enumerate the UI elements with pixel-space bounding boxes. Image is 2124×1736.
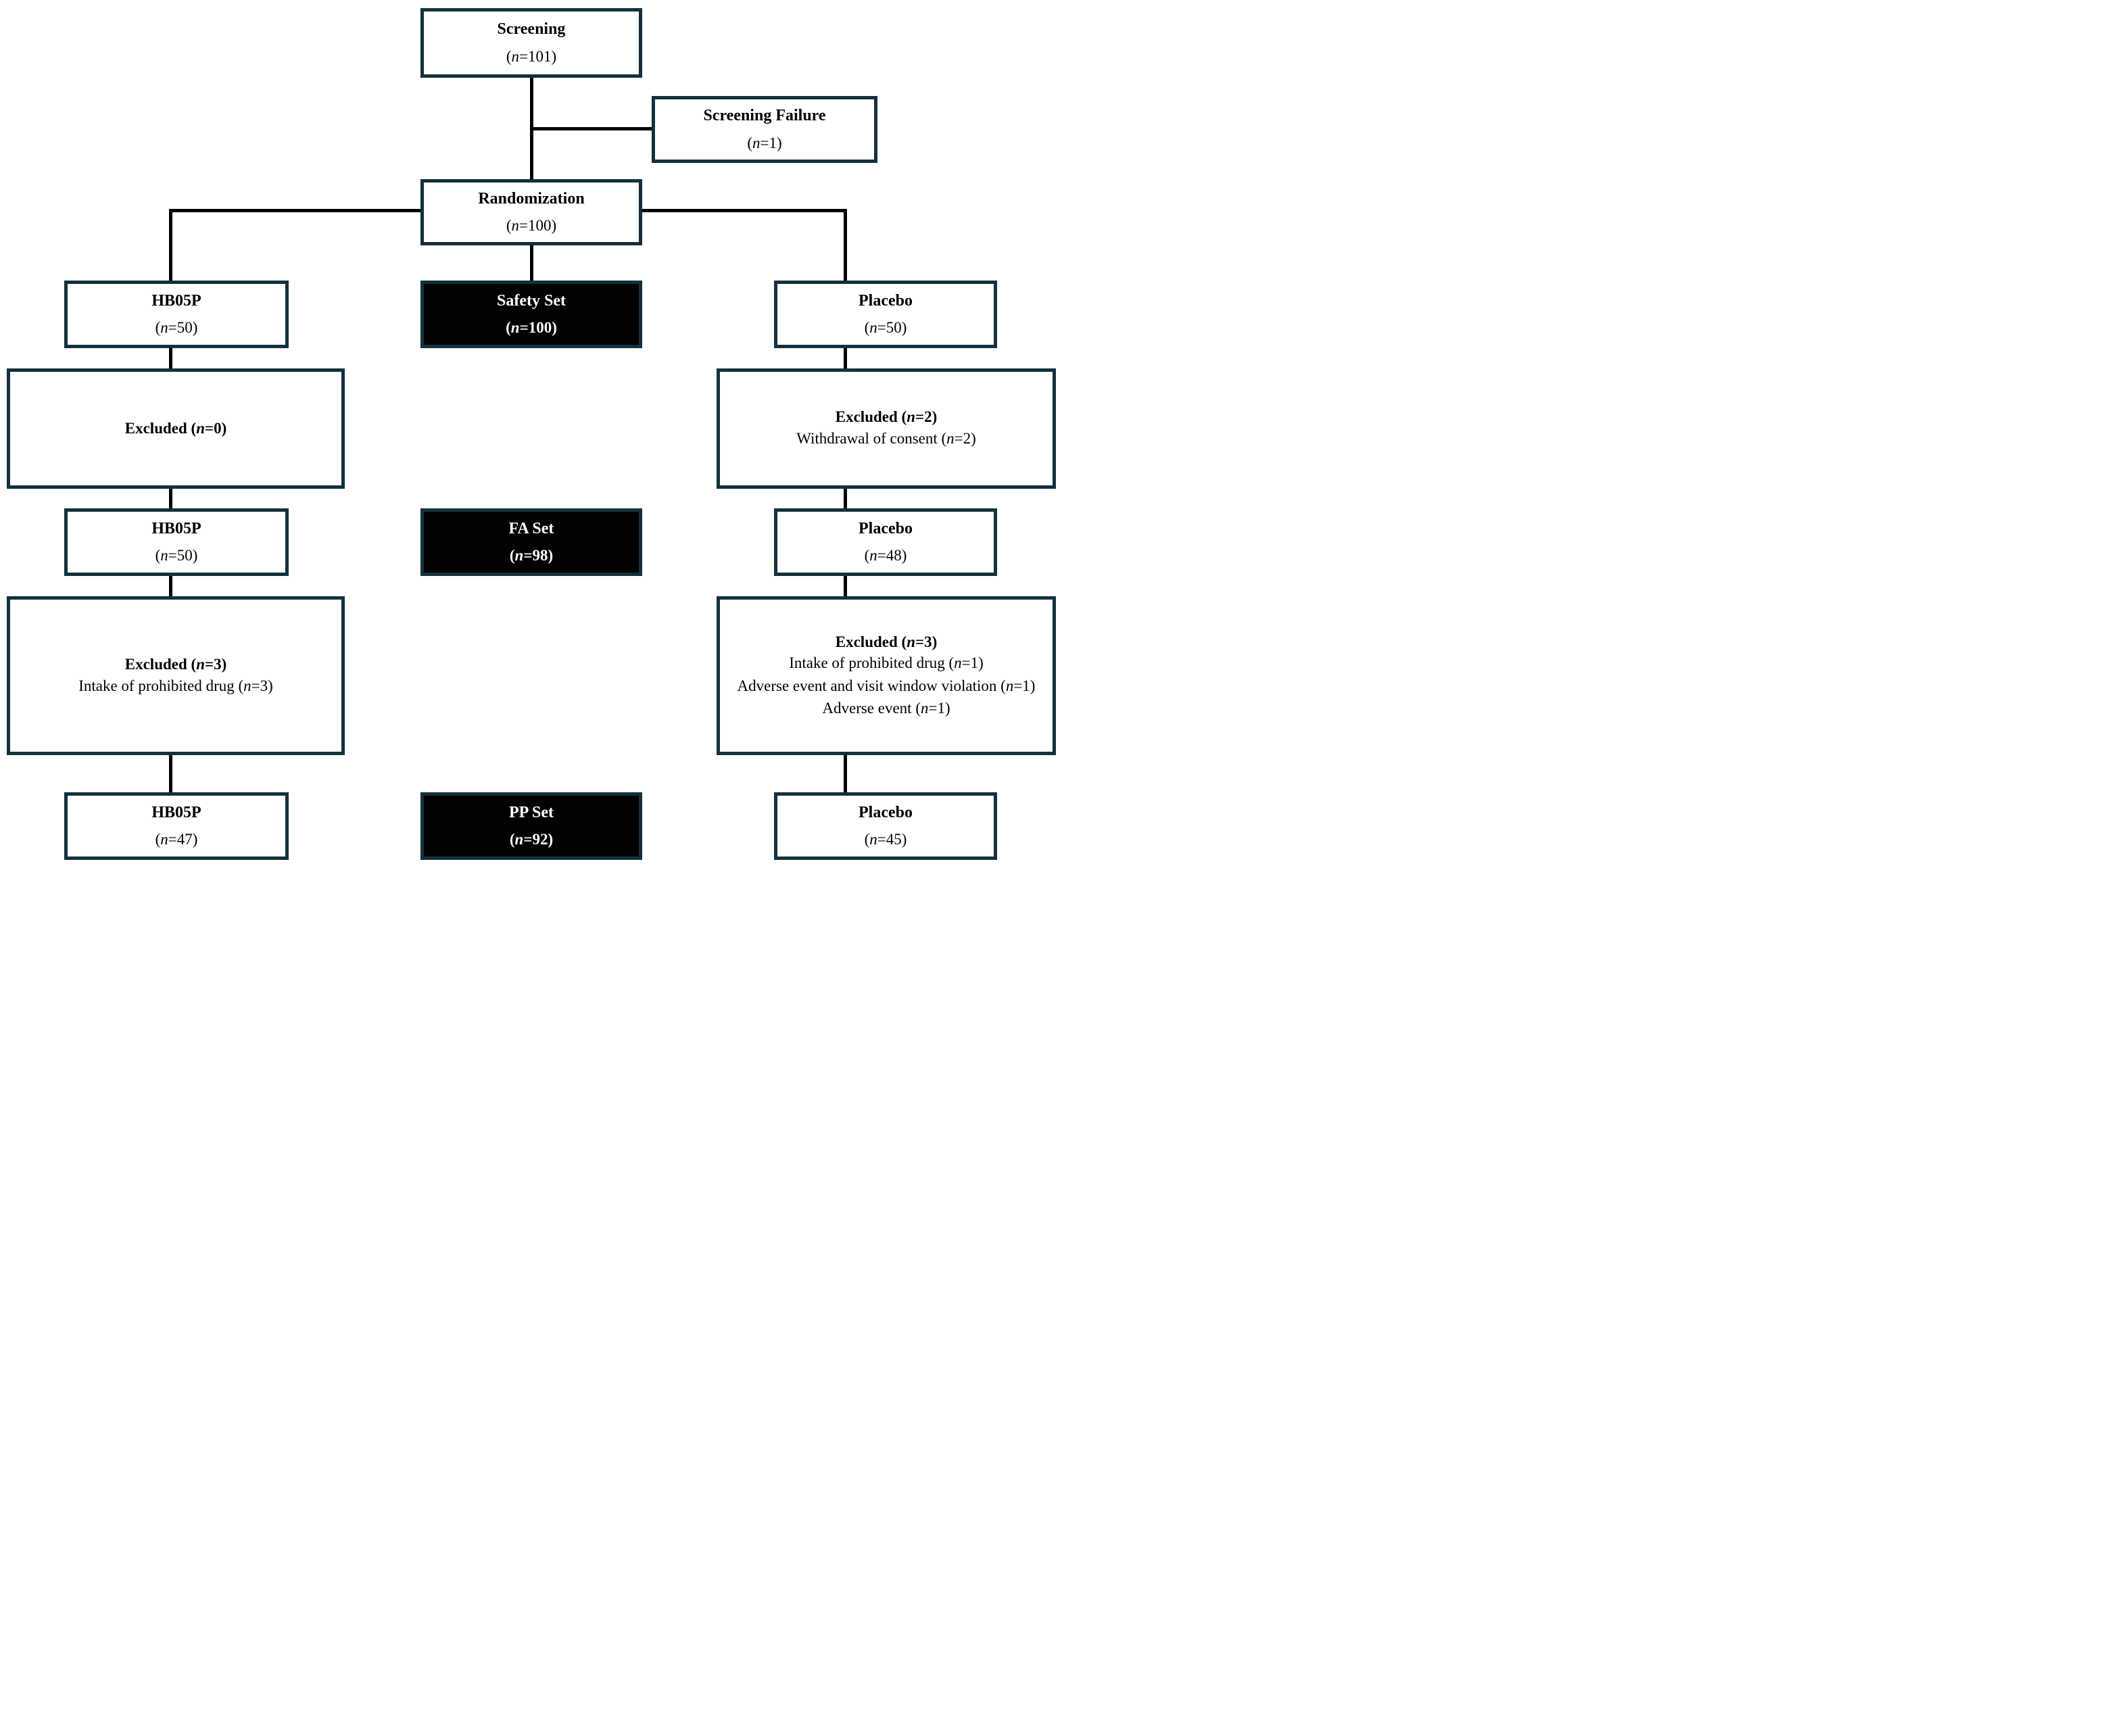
- connector-hb05p1-to-excluded1: [169, 348, 172, 368]
- excluded-placebo-pp-reason-1: Intake of prohibited drug (n=1): [789, 654, 984, 672]
- excluded-hb05p-fa-box: Excluded (n=0): [7, 368, 345, 489]
- connector-excluded2-to-hb05p3: [169, 755, 172, 792]
- connector-hb05p2-to-excluded2: [169, 576, 172, 596]
- hb05p-randomized-title: HB05P: [151, 291, 201, 310]
- fa-set-count: (n=98): [509, 547, 554, 564]
- placebo-randomized-box: Placebo (n=50): [774, 281, 997, 348]
- excluded-placebo-pp-box: Excluded (n=3) Intake of prohibited drug…: [717, 596, 1056, 755]
- excluded-hb05p-pp-box: Excluded (n=3) Intake of prohibited drug…: [7, 596, 345, 755]
- randomization-title: Randomization: [478, 189, 585, 208]
- connector-excluded1-to-hb05p2: [169, 489, 172, 508]
- connector-branch-to-screening-failure: [531, 127, 652, 130]
- hb05p-fa-count: (n=50): [155, 547, 198, 564]
- hb05p-fa-title: HB05P: [151, 519, 201, 537]
- placebo-pp-count: (n=45): [864, 831, 907, 848]
- excluded-placebo-fa-reason: Withdrawal of consent (n=2): [796, 430, 976, 448]
- screening-title: Screening: [497, 20, 566, 39]
- fa-set-title: FA Set: [508, 519, 554, 537]
- randomization-box: Randomization (n=100): [420, 179, 642, 245]
- connector-excluded1-to-placebo2: [844, 489, 847, 508]
- connector-placebo1-to-excluded1: [844, 348, 847, 368]
- excluded-hb05p-pp-reason: Intake of prohibited drug (n=3): [78, 677, 273, 694]
- placebo-fa-count: (n=48): [864, 547, 907, 564]
- fa-set-box: FA Set (n=98): [420, 508, 642, 576]
- safety-set-count: (n=100): [506, 319, 557, 337]
- connector-right-riser-to-placebo: [844, 209, 847, 281]
- connector-excluded2-to-placebo3: [844, 755, 847, 792]
- placebo-randomized-title: Placebo: [859, 291, 913, 310]
- safety-set-box: Safety Set (n=100): [420, 281, 642, 348]
- excluded-placebo-fa-box: Excluded (n=2) Withdrawal of consent (n=…: [717, 368, 1056, 489]
- screening-failure-box: Screening Failure (n=1): [652, 96, 877, 163]
- pp-set-count: (n=92): [509, 831, 554, 848]
- excluded-placebo-pp-reason-2: Adverse event and visit window violation…: [737, 677, 1036, 694]
- placebo-fa-box: Placebo (n=48): [774, 508, 997, 576]
- excluded-placebo-fa-title: Excluded (n=2): [835, 408, 938, 426]
- pp-set-title: PP Set: [509, 803, 554, 821]
- screening-box: Screening (n=101): [420, 8, 642, 78]
- hb05p-randomized-count: (n=50): [155, 319, 198, 337]
- connector-placebo2-to-excluded2: [844, 576, 847, 596]
- excluded-placebo-pp-title: Excluded (n=3): [835, 633, 938, 650]
- placebo-randomized-count: (n=50): [864, 319, 907, 337]
- connector-randomization-to-safety-set: [530, 245, 533, 281]
- excluded-placebo-pp-reason-3: Adverse event (n=1): [822, 700, 950, 717]
- placebo-pp-title: Placebo: [859, 803, 913, 821]
- placebo-fa-title: Placebo: [859, 519, 913, 537]
- hb05p-randomized-box: HB05P (n=50): [64, 281, 289, 348]
- screening-count: (n=101): [506, 47, 557, 65]
- screening-failure-count: (n=1): [747, 134, 782, 151]
- excluded-hb05p-pp-title: Excluded (n=3): [124, 655, 227, 673]
- hb05p-pp-box: HB05P (n=47): [64, 792, 289, 860]
- participant-flow-diagram: Screening (n=101) Screening Failure (n=1…: [0, 0, 1062, 868]
- randomization-count: (n=100): [506, 217, 557, 235]
- connector-left-riser-to-hb05p: [169, 209, 172, 281]
- connector-randomization-left-branch: [170, 209, 420, 212]
- excluded-hb05p-fa-title: Excluded (n=0): [124, 420, 227, 437]
- screening-failure-title: Screening Failure: [703, 107, 826, 125]
- connector-randomization-right-branch: [642, 209, 846, 212]
- pp-set-box: PP Set (n=92): [420, 792, 642, 860]
- safety-set-title: Safety Set: [497, 291, 566, 310]
- hb05p-fa-box: HB05P (n=50): [64, 508, 289, 576]
- hb05p-pp-count: (n=47): [155, 831, 198, 848]
- placebo-pp-box: Placebo (n=45): [774, 792, 997, 860]
- hb05p-pp-title: HB05P: [151, 803, 201, 821]
